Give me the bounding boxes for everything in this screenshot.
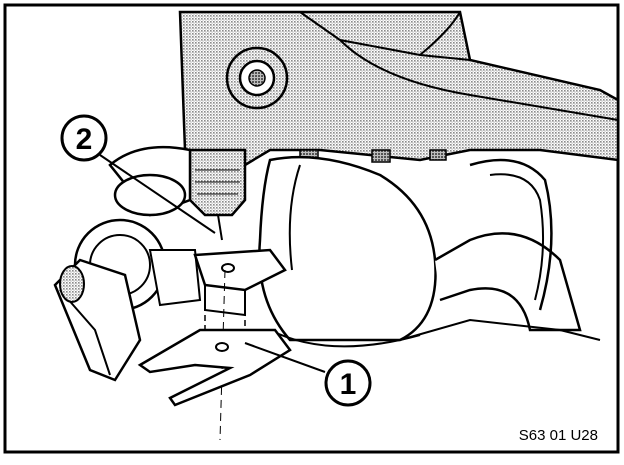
callout-2: 2 (60, 114, 108, 162)
control-arm-housing (178, 10, 620, 197)
callout-1-label: 1 (340, 368, 357, 401)
figure-reference-code: S63 01 U28 (519, 427, 598, 444)
callout-1-leader (244, 342, 326, 373)
cover-shield (258, 155, 601, 348)
callout-2-leader (99, 154, 216, 234)
callout-2-label: 2 (76, 123, 93, 156)
callout-1: 1 (324, 359, 372, 407)
mounting-bracket (137, 248, 292, 441)
axle-joint (53, 145, 202, 382)
